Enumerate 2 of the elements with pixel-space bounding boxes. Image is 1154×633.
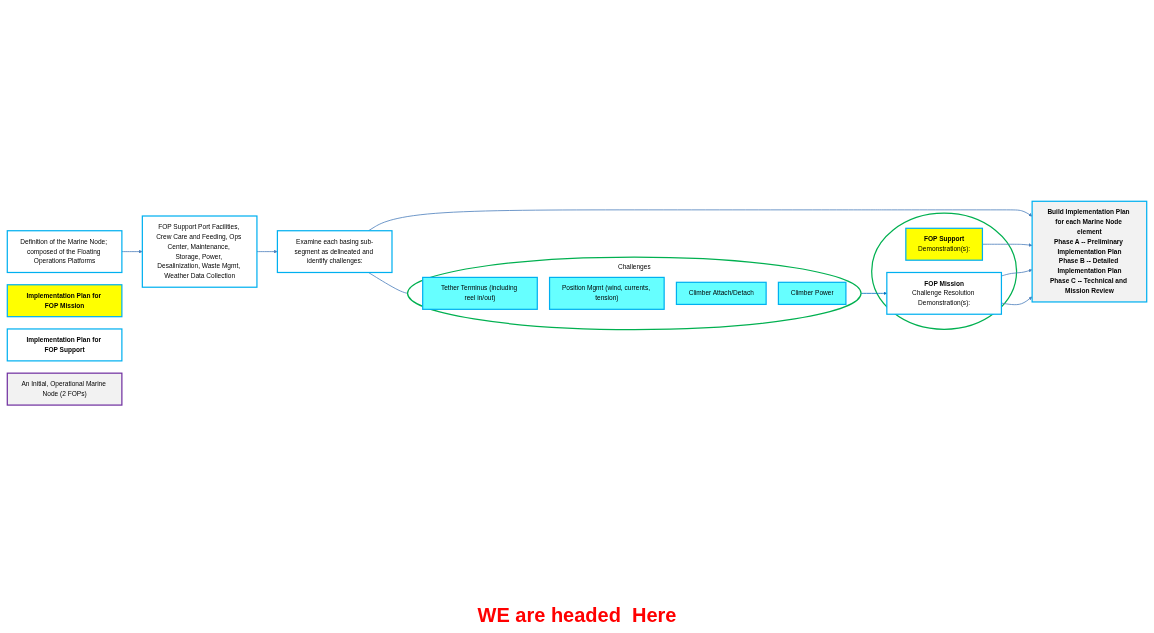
note-text: WE are headed Here <box>477 604 677 627</box>
cluster <box>871 212 1018 330</box>
